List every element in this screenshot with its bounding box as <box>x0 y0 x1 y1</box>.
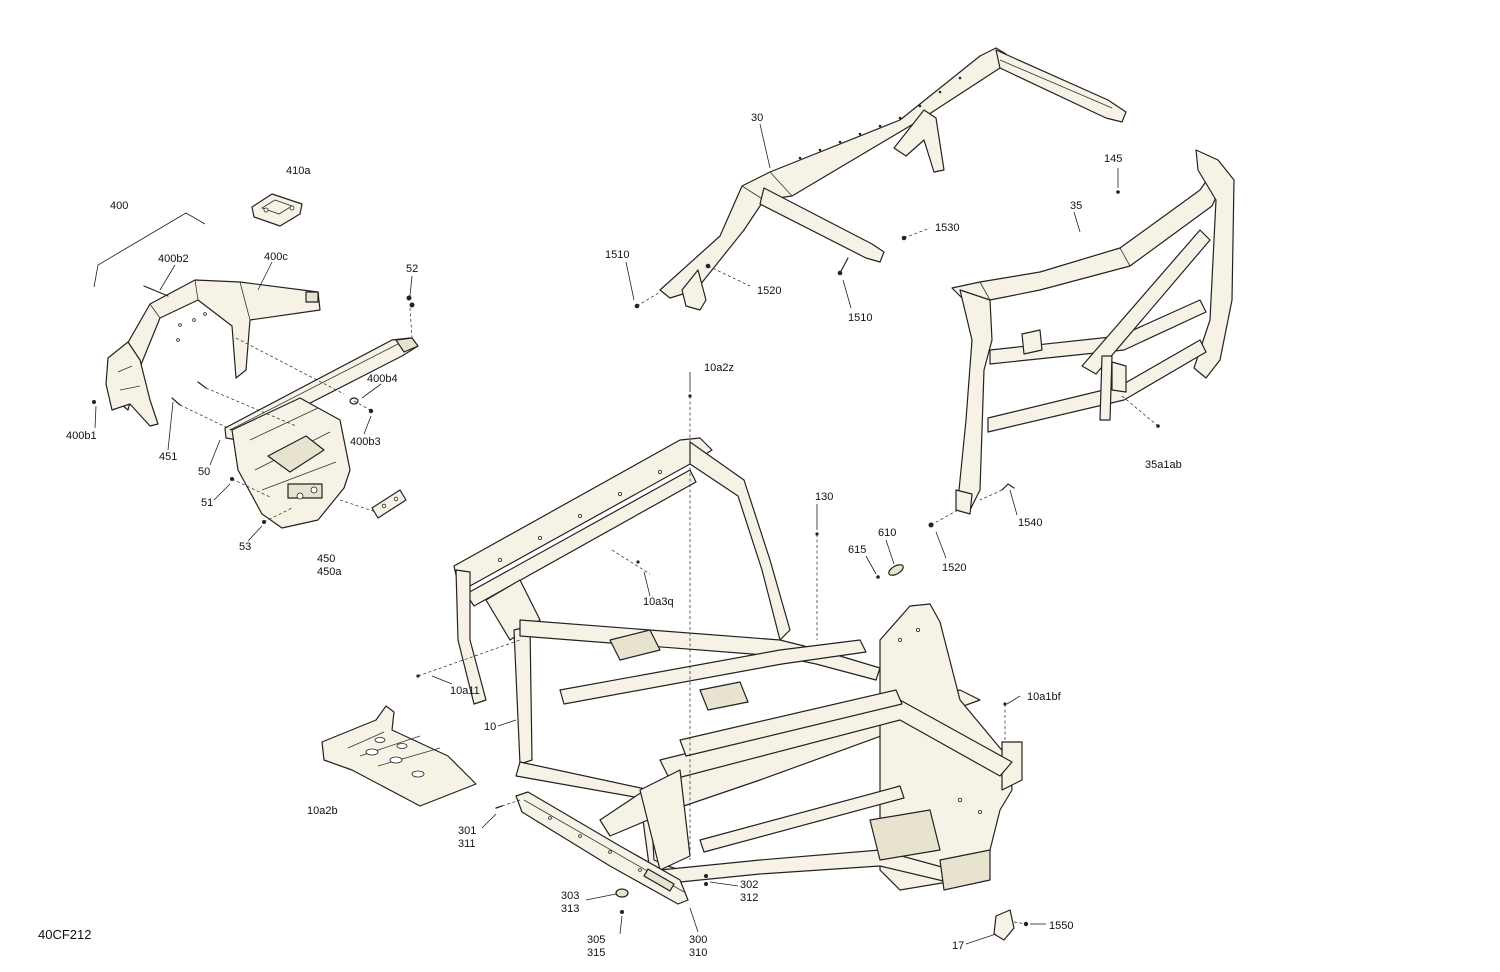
callout-303-313: 303 313 <box>561 890 582 915</box>
callout-400b4: 400b4 <box>367 373 398 385</box>
part-35-rops-rear <box>951 149 1235 515</box>
part-610-pad <box>865 531 947 579</box>
callout-1530: 1530 <box>935 222 959 234</box>
callout-305-315: 305 315 <box>587 934 608 959</box>
callout-1510-top: 1510 <box>605 249 629 261</box>
part-300-side-rail <box>515 791 689 905</box>
callout-10a1bf: 10a1bf <box>1027 691 1062 703</box>
rops-rear-hardware <box>928 168 1160 528</box>
part-450-winch-housing <box>231 397 351 529</box>
front-bumper-assembly <box>92 193 419 542</box>
callout-10a3q: 10a3q <box>643 596 674 608</box>
callout-400c: 400c <box>264 251 288 263</box>
callout-labels: 400 410a 400b2 400c 52 400b4 400b3 400b1… <box>66 112 1182 959</box>
callout-301-311: 301 311 <box>458 825 479 850</box>
callout-300-310: 300 310 <box>689 934 710 959</box>
callout-1550: 1550 <box>1049 920 1073 932</box>
rail-hardware <box>481 799 739 935</box>
callout-1520-top: 1520 <box>757 285 781 297</box>
frame-leaders <box>416 372 1021 860</box>
callout-302-312: 302 312 <box>740 879 761 904</box>
callout-10: 10 <box>484 721 496 733</box>
callout-400b2: 400b2 <box>158 253 189 265</box>
part-17-bracket <box>965 909 1046 945</box>
callout-610: 610 <box>878 527 896 539</box>
callout-35: 35 <box>1070 200 1082 212</box>
callout-400b1: 400b1 <box>66 430 97 442</box>
callout-50: 50 <box>198 466 210 478</box>
callout-52: 52 <box>406 263 418 275</box>
callout-1540: 1540 <box>1018 517 1042 529</box>
callout-51: 51 <box>201 497 213 509</box>
callout-10a2b: 10a2b <box>307 805 338 817</box>
callout-400b3: 400b3 <box>350 436 381 448</box>
callout-450: 450 450a <box>317 553 342 578</box>
callout-53: 53 <box>239 541 251 553</box>
callout-35a1ab: 35a1ab <box>1145 459 1182 471</box>
part-10-main-frame <box>453 437 1023 891</box>
callout-10a11: 10a11 <box>450 685 480 697</box>
callout-10a2z: 10a2z <box>704 362 734 374</box>
callout-615: 615 <box>848 544 866 556</box>
callout-17: 17 <box>952 940 964 952</box>
part-450a-plate <box>371 489 407 519</box>
callout-130: 130 <box>815 491 833 503</box>
callout-1510-mid: 1510 <box>848 312 872 324</box>
callout-451: 451 <box>159 451 177 463</box>
callout-1520-right: 1520 <box>942 562 966 574</box>
part-410a-plate <box>251 193 303 227</box>
drawing-id-code: 40CF212 <box>38 927 91 942</box>
callout-145: 145 <box>1104 153 1122 165</box>
part-400b-bumper-side <box>105 341 159 427</box>
callout-400: 400 <box>110 200 128 212</box>
callout-410a: 410a <box>286 165 311 177</box>
part-10a2b-skid-plate <box>321 705 477 807</box>
part-30-rops-front <box>659 47 1127 311</box>
rops-front-hardware <box>625 123 931 309</box>
callout-30: 30 <box>751 112 763 124</box>
